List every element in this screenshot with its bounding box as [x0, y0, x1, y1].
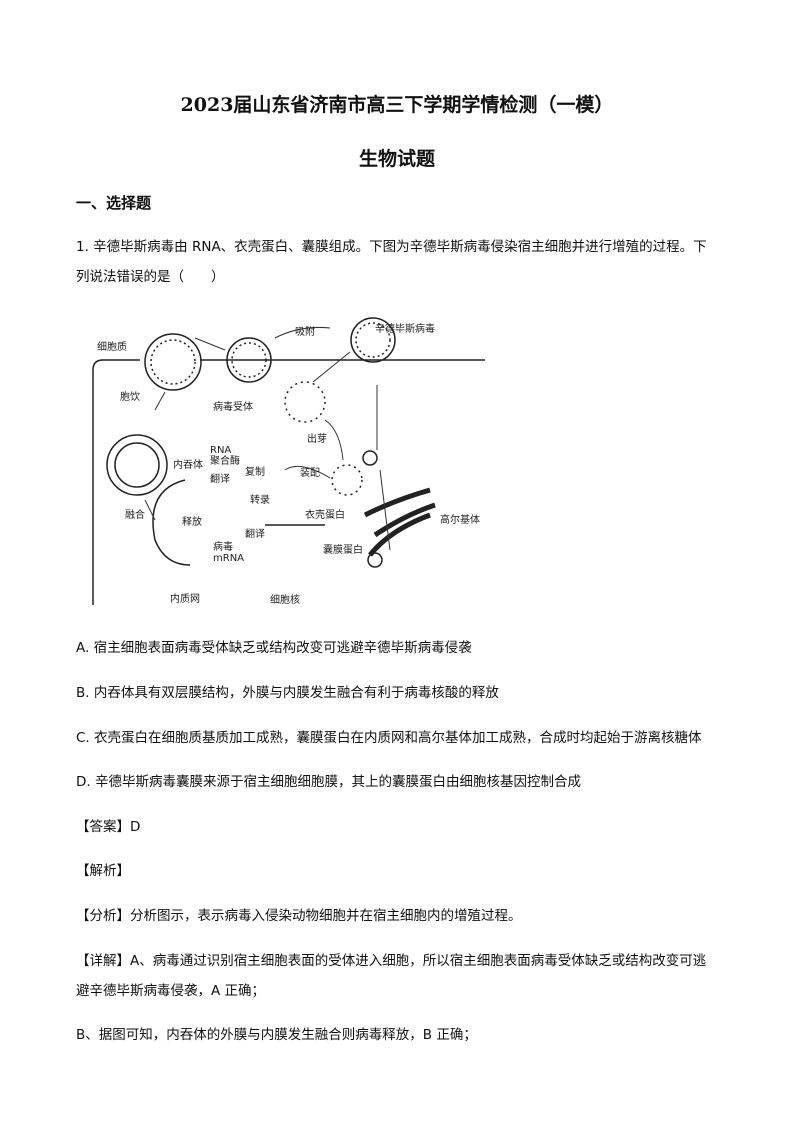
- detail-line-2: 避辛德毕斯病毒侵袭，A 正确；: [76, 983, 266, 999]
- section-heading: 一、选择题: [76, 194, 152, 212]
- label-polymerase: 聚合酶: [210, 454, 240, 467]
- virus-infection-figure: 辛德毕斯病毒 吸附 细胞质 胞饮 病毒受体 内吞体 RNA 聚合酶 翻译 复制 …: [92, 317, 485, 606]
- label-translate-1: 翻译: [210, 473, 230, 485]
- analysis-heading: 【解析】: [76, 863, 130, 879]
- option-b: B. 内吞体具有双层膜结构，外膜与内膜发生融合有利于病毒核酸的释放: [76, 685, 499, 701]
- label-translate-2: 翻译: [245, 528, 265, 540]
- label-receptor: 病毒受体: [213, 400, 253, 413]
- label-mrna-2: mRNA: [213, 553, 244, 564]
- label-pinocytosis: 胞饮: [120, 390, 140, 403]
- label-mrna-1: 病毒: [213, 540, 233, 553]
- document-title: 2023届山东省济南市高三下学期学情检测（一模）: [180, 94, 614, 116]
- label-replicate: 复制: [245, 465, 265, 478]
- detail-b: B、据图可知，内吞体的外膜与内膜发生融合则病毒释放，B 正确；: [76, 1027, 477, 1043]
- label-capsid: 衣壳蛋白: [305, 508, 345, 521]
- question-stem-2: 列说法错误的是（ ）: [76, 269, 225, 285]
- detail-line-1: 【详解】A、病毒通过识别宿主细胞表面的受体进入细胞，所以宿主细胞表面病毒受体缺乏…: [76, 953, 707, 969]
- label-envelope: 囊膜蛋白: [323, 543, 363, 556]
- label-virus: 辛德毕斯病毒: [375, 322, 435, 335]
- document-subtitle: 生物试题: [358, 148, 435, 170]
- question-stem-1: 1. 辛德毕斯病毒由 RNA、衣壳蛋白、囊膜组成。下图为辛德毕斯病毒侵染宿主细胞…: [76, 239, 707, 255]
- label-transcribe: 转录: [250, 493, 270, 506]
- label-endosome: 内吞体: [173, 458, 203, 471]
- option-c: C. 衣壳蛋白在细胞质基质加工成熟，囊膜蛋白在内质网和高尔基体加工成熟，合成时均…: [76, 730, 702, 746]
- analysis-text: 【分析】分析图示，表示病毒入侵染动物细胞并在宿主细胞内的增殖过程。: [76, 908, 522, 924]
- label-budding: 出芽: [307, 432, 327, 445]
- label-adsorb: 吸附: [295, 325, 315, 338]
- answer: 【答案】D: [76, 819, 141, 835]
- option-d: D. 辛德毕斯病毒囊膜来源于宿主细胞细胞膜，其上的囊膜蛋白由细胞核基因控制合成: [76, 774, 581, 790]
- label-membrane: 细胞质: [97, 340, 127, 353]
- option-a: A. 宿主细胞表面病毒受体缺乏或结构改变可逃避辛德毕斯病毒侵袭: [76, 640, 472, 656]
- label-golgi: 高尔基体: [440, 513, 480, 526]
- label-rna: RNA: [210, 445, 231, 456]
- label-release: 释放: [182, 515, 202, 528]
- label-er: 内质网: [170, 592, 200, 605]
- label-assemble: 装配: [300, 466, 320, 479]
- label-nucleus: 细胞核: [270, 593, 300, 606]
- label-fusion: 融合: [125, 508, 145, 521]
